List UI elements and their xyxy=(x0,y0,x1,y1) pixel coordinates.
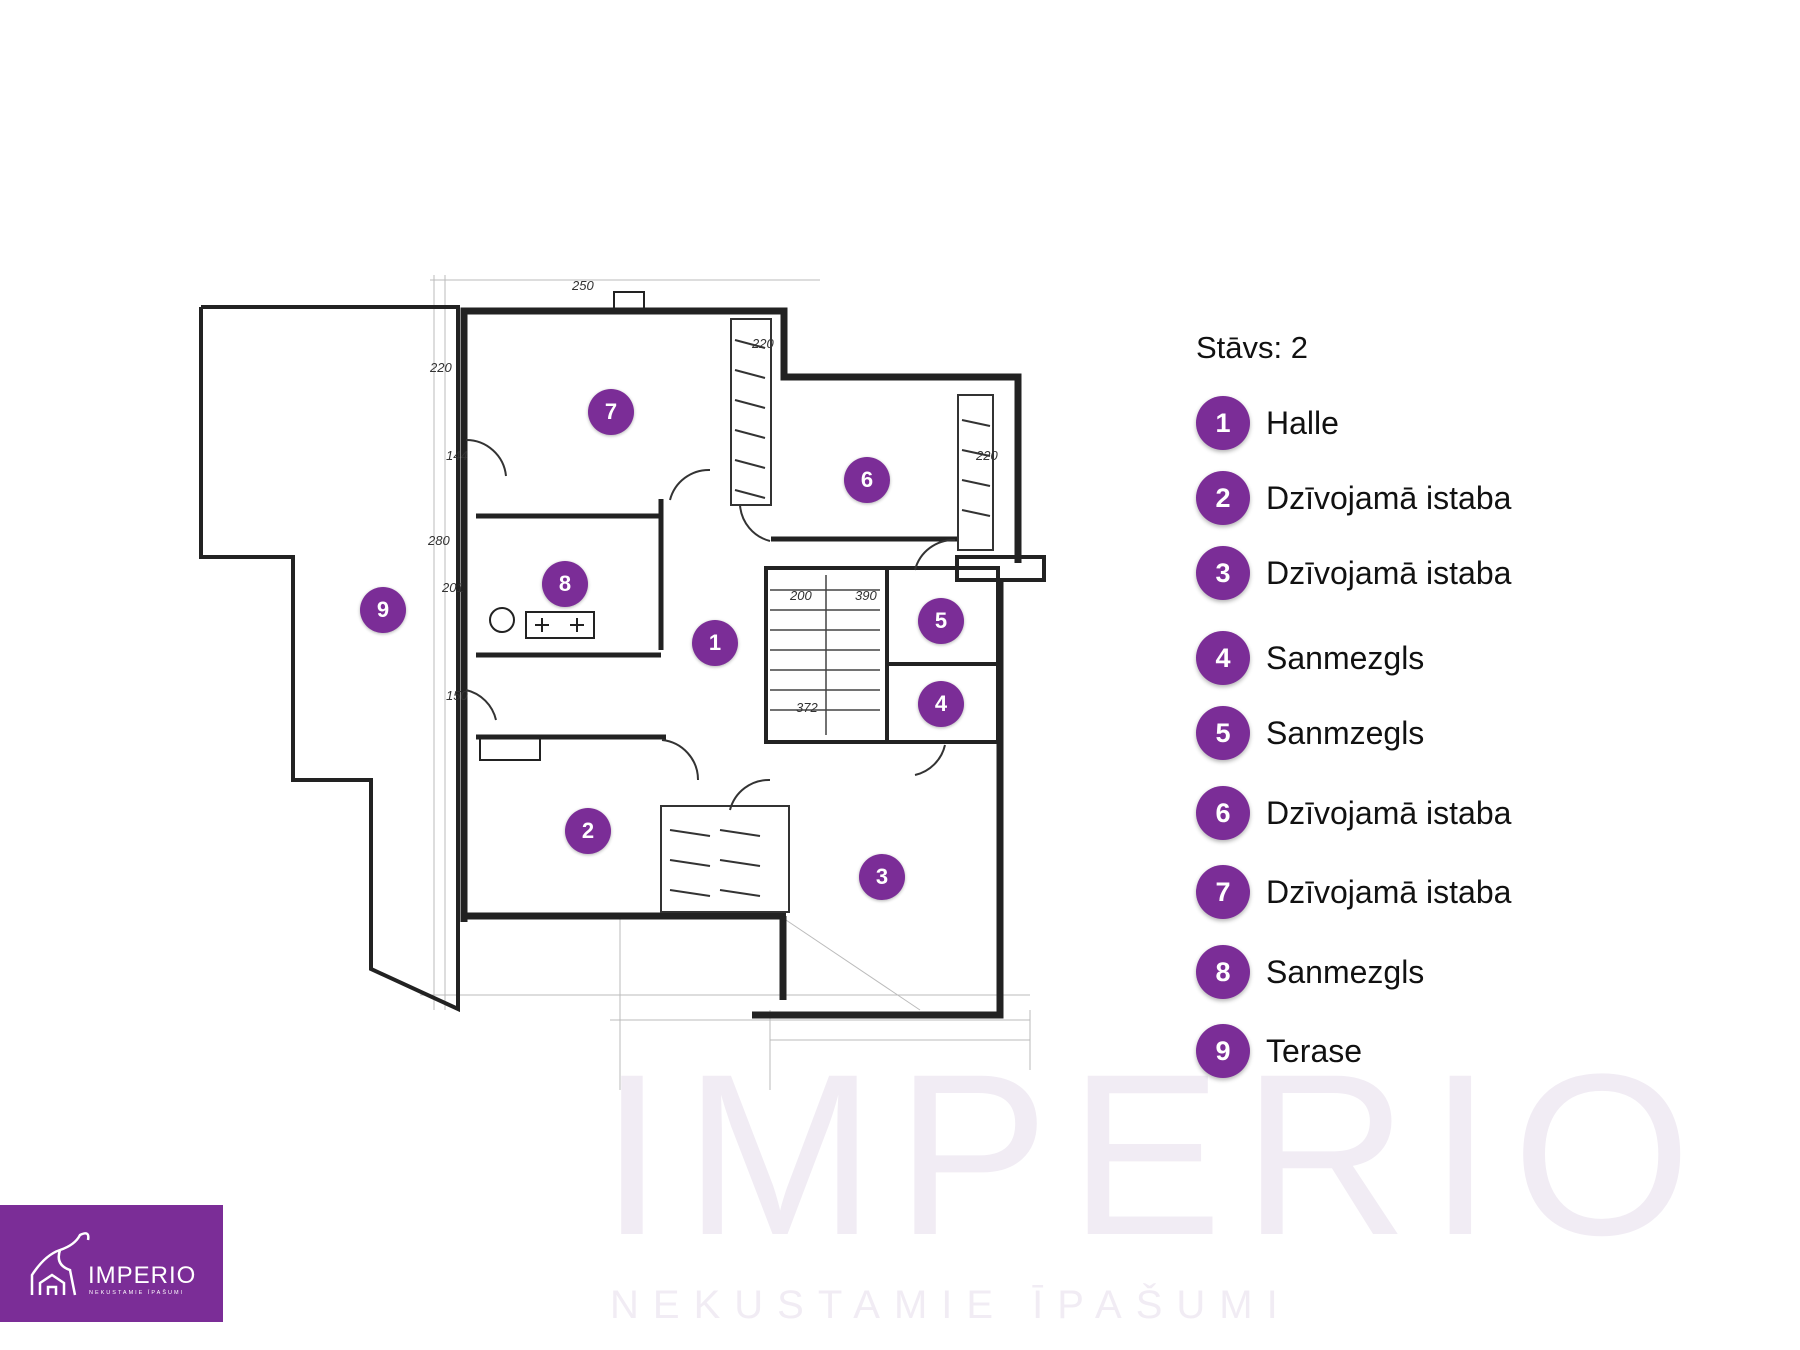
room-marker-8[interactable]: 8 xyxy=(542,561,588,607)
dimension-label: 144 xyxy=(446,448,468,463)
legend-label: Halle xyxy=(1266,404,1339,441)
legend-item: 4 Sanmezgls xyxy=(1196,631,1424,685)
legend-label: Sanmzegls xyxy=(1266,714,1425,751)
legend-item: 3 Dzīvojamā istaba xyxy=(1196,546,1511,600)
logo-name: IMPERIO xyxy=(88,1262,197,1289)
legend-item: 8 Sanmezgls xyxy=(1196,945,1424,999)
stairs xyxy=(770,575,880,735)
legend-number: 4 xyxy=(1196,631,1250,685)
legend-item: 9 Terase xyxy=(1196,1024,1362,1078)
dimension-label: 220 xyxy=(429,360,452,375)
watermark-brand: IMPERIO xyxy=(600,1026,1712,1283)
room-marker-3[interactable]: 3 xyxy=(859,854,905,900)
legend-label: Dzīvojamā istaba xyxy=(1266,554,1512,591)
closets-hatched xyxy=(660,318,994,913)
walls xyxy=(460,307,1046,1019)
legend-number: 6 xyxy=(1196,786,1250,840)
dimension-label: 372 xyxy=(796,700,818,715)
dimension-label: 390 xyxy=(855,588,877,603)
floor-label: Stāvs: 2 xyxy=(1196,330,1308,365)
sanitary-fixtures xyxy=(479,291,645,761)
legend-item: 6 Dzīvojamā istaba xyxy=(1196,786,1511,840)
room-marker-7[interactable]: 7 xyxy=(588,389,634,435)
construction-grid-lines xyxy=(420,275,1031,1090)
dimension-label: 200 xyxy=(789,588,812,603)
dimension-label: 220 xyxy=(975,448,998,463)
legend-number: 9 xyxy=(1196,1024,1250,1078)
legend-item: 1 Halle xyxy=(1196,396,1339,450)
dimension-label: 150 xyxy=(446,688,468,703)
room-marker-1[interactable]: 1 xyxy=(692,620,738,666)
legend-number: 5 xyxy=(1196,706,1250,760)
elephant-house-icon xyxy=(30,1232,90,1296)
legend-label: Sanmezgls xyxy=(1266,953,1425,990)
legend-item: 2 Dzīvojamā istaba xyxy=(1196,471,1511,525)
room-marker-4[interactable]: 4 xyxy=(918,681,964,727)
legend-label: Dzīvojamā istaba xyxy=(1266,794,1512,831)
room-marker-6[interactable]: 6 xyxy=(844,457,890,503)
dimension-label: 201 xyxy=(441,580,464,595)
legend-label: Sanmezgls xyxy=(1266,639,1425,676)
terrace-outline xyxy=(199,305,460,1013)
dimension-label: 250 xyxy=(571,278,594,293)
legend-number: 3 xyxy=(1196,546,1250,600)
legend-number: 2 xyxy=(1196,471,1250,525)
legend-number: 1 xyxy=(1196,396,1250,450)
legend-number: 7 xyxy=(1196,865,1250,919)
watermark-tagline: NEKUSTAMIE ĪPAŠUMI xyxy=(610,1283,1292,1327)
room-marker-9[interactable]: 9 xyxy=(360,587,406,633)
dimension-label: 220 xyxy=(751,336,774,351)
legend-number: 8 xyxy=(1196,945,1250,999)
imperio-logo[interactable]: IMPERIO NEKUSTAMIE ĪPAŠUMI xyxy=(0,1205,223,1322)
legend-item: 5 Sanmzegls xyxy=(1196,706,1424,760)
legend-label: Terase xyxy=(1266,1032,1363,1069)
room-marker-2[interactable]: 2 xyxy=(565,808,611,854)
legend-label: Dzīvojamā istaba xyxy=(1266,873,1512,910)
logo-tagline: NEKUSTAMIE ĪPAŠUMI xyxy=(89,1290,185,1296)
dimension-label: 280 xyxy=(427,533,450,548)
legend-item: 7 Dzīvojamā istaba xyxy=(1196,865,1511,919)
legend-label: Dzīvojamā istaba xyxy=(1266,479,1512,516)
doors xyxy=(465,438,956,811)
room-marker-5[interactable]: 5 xyxy=(918,598,964,644)
